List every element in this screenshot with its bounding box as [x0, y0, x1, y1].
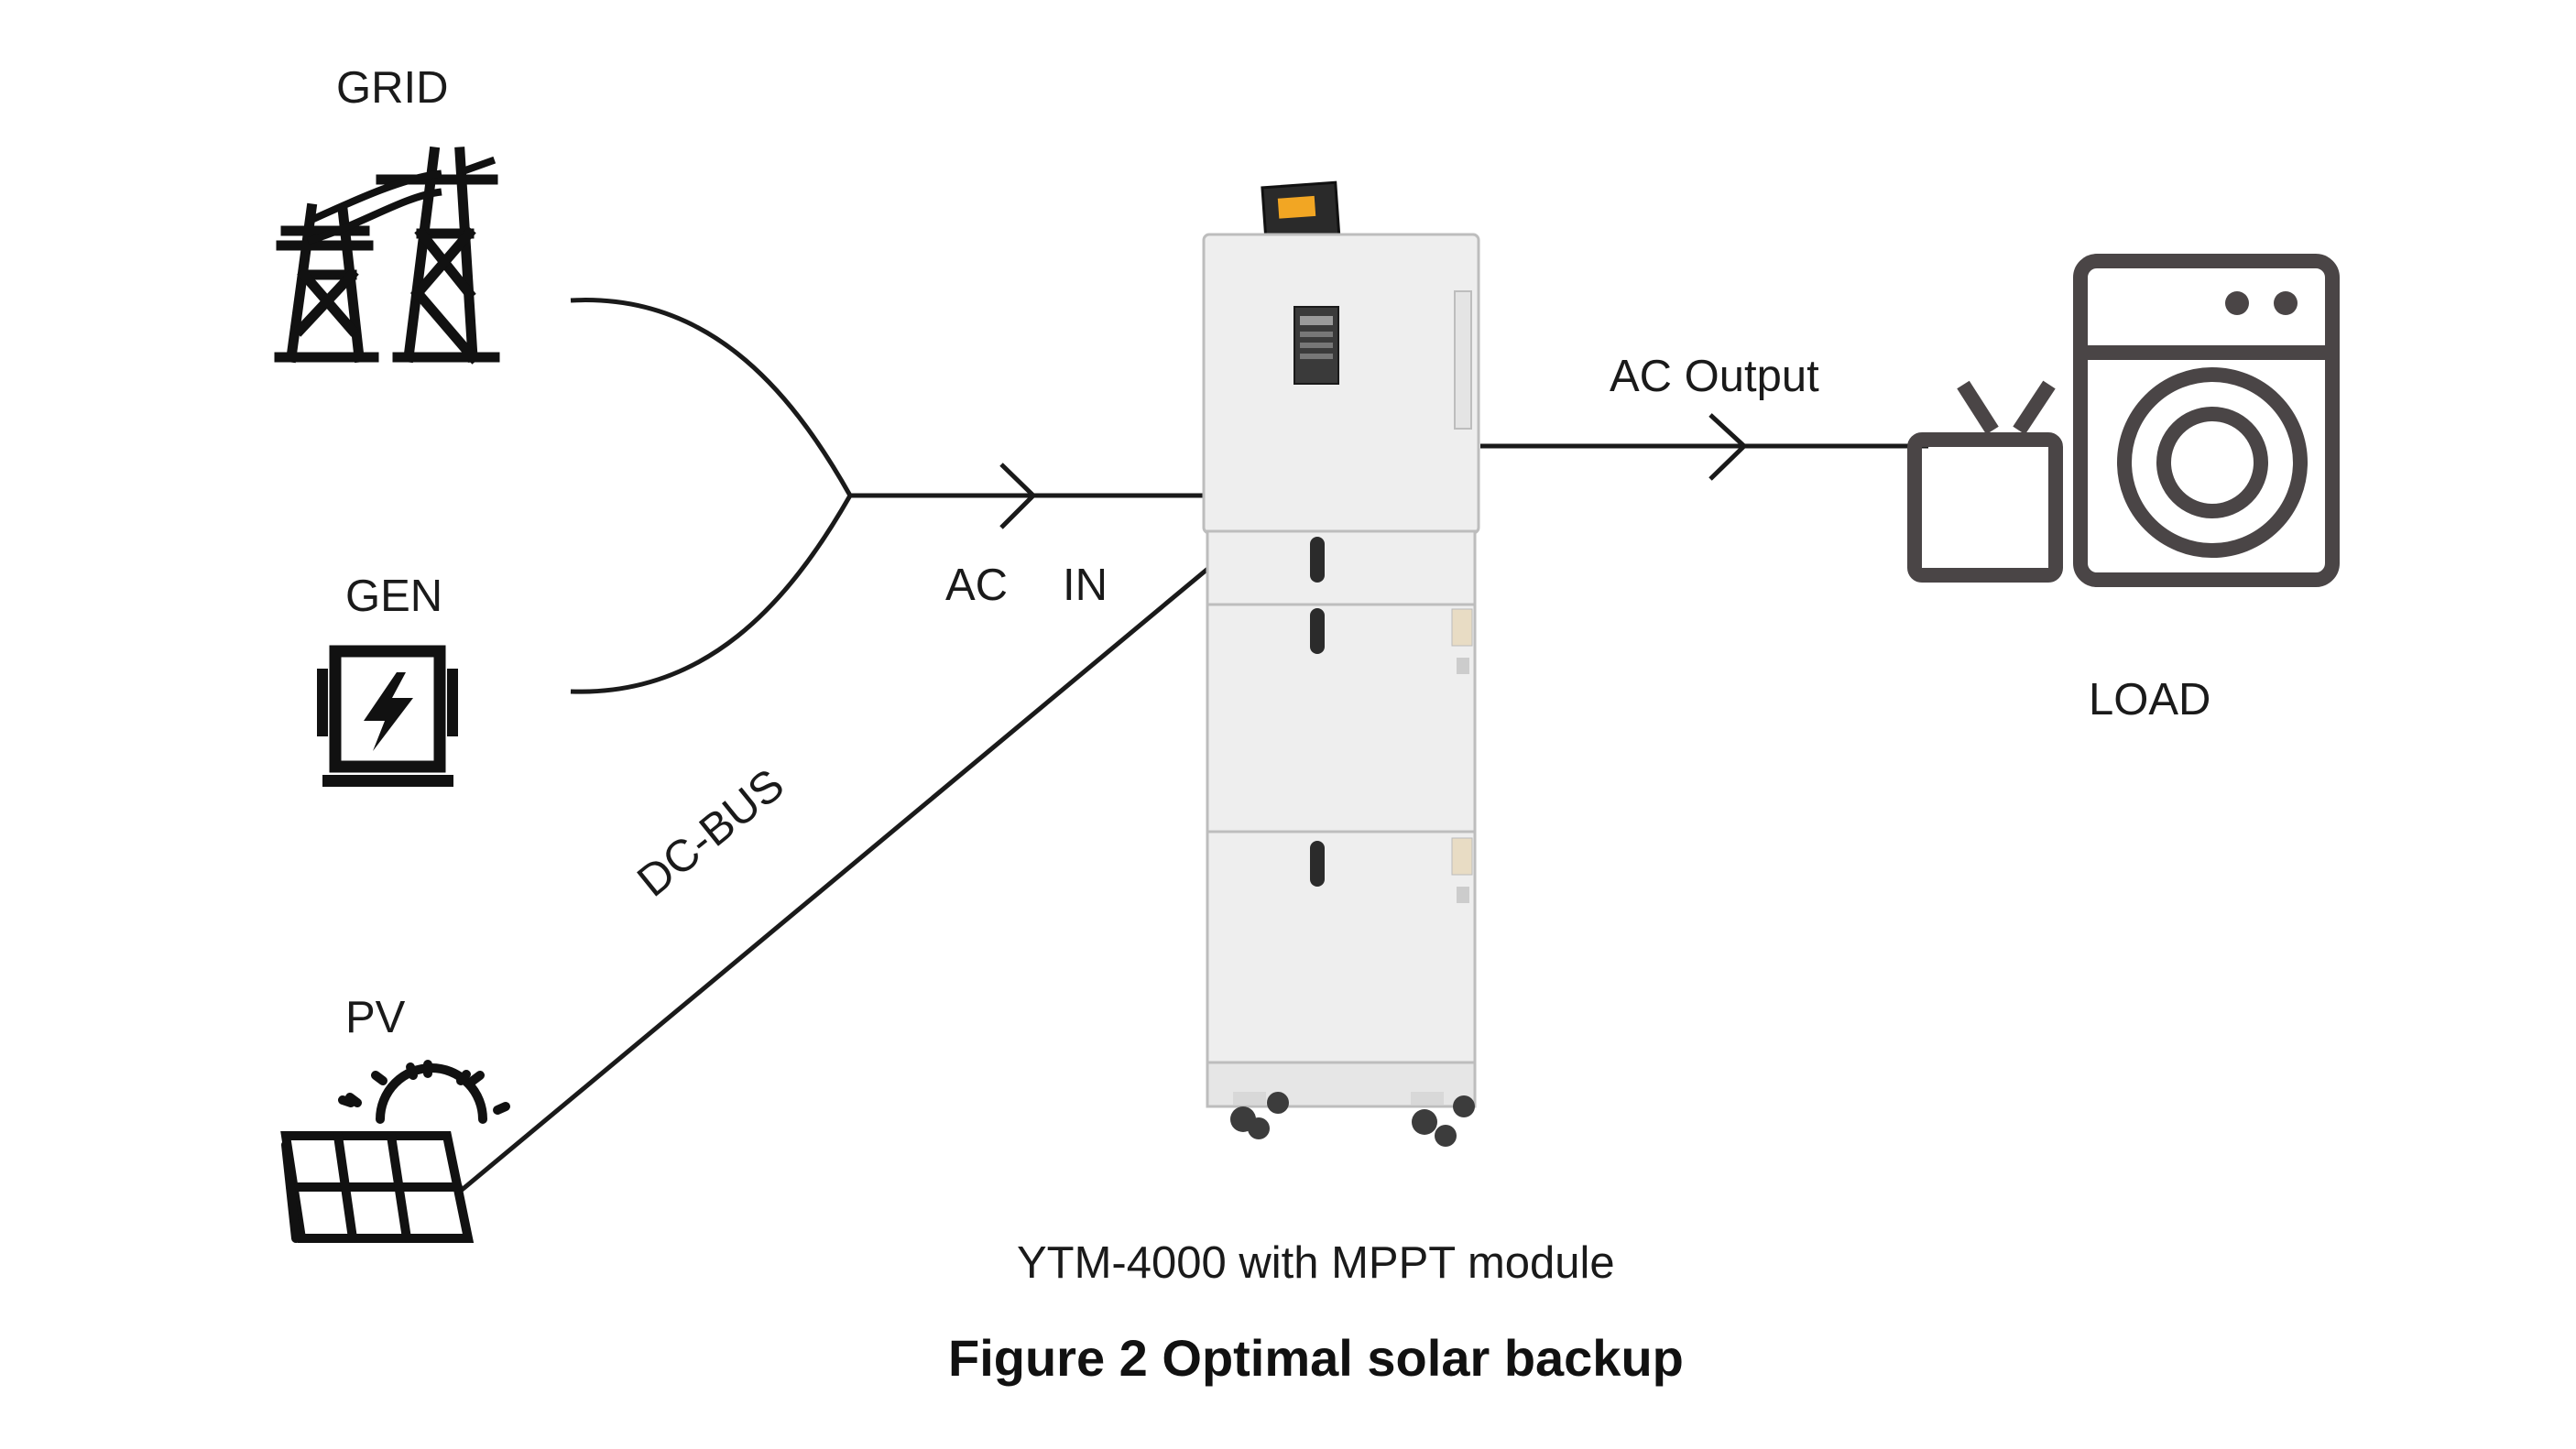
generator-icon [317, 645, 458, 787]
grid-label: GRID [336, 63, 449, 113]
tv-icon [1907, 380, 2063, 583]
dc-bus-line [459, 564, 1213, 1193]
connection-lines [459, 298, 1928, 1193]
grid-connection-line [570, 298, 853, 497]
gen-connection-line [570, 494, 853, 694]
ac-in-arrow [999, 463, 1037, 529]
washing-machine-icon [2073, 254, 2340, 587]
ac-in-label-right: IN [1063, 561, 1108, 610]
battery-module-1 [1206, 529, 1477, 608]
battery-module-2 [1206, 603, 1477, 835]
ytm-4000-device [1202, 180, 1480, 1147]
inverter-module [1202, 233, 1480, 535]
pv-label: PV [345, 993, 406, 1042]
ac-output-arrow [1708, 413, 1748, 481]
load-label: LOAD [2089, 675, 2211, 724]
power-tower-icon [274, 146, 500, 365]
figure-caption: Figure 2 Optimal solar backup [948, 1329, 1684, 1387]
solar-panel-icon [280, 1060, 510, 1243]
device-screen [1277, 195, 1316, 219]
gen-label: GEN [345, 572, 443, 621]
ac-output-label: AC Output [1610, 352, 1819, 401]
device-caption: YTM-4000 with MPPT module [1017, 1238, 1615, 1288]
device-casters [1230, 1092, 1475, 1147]
ac-in-label-left: AC [945, 561, 1009, 610]
battery-module-3 [1206, 830, 1477, 1067]
